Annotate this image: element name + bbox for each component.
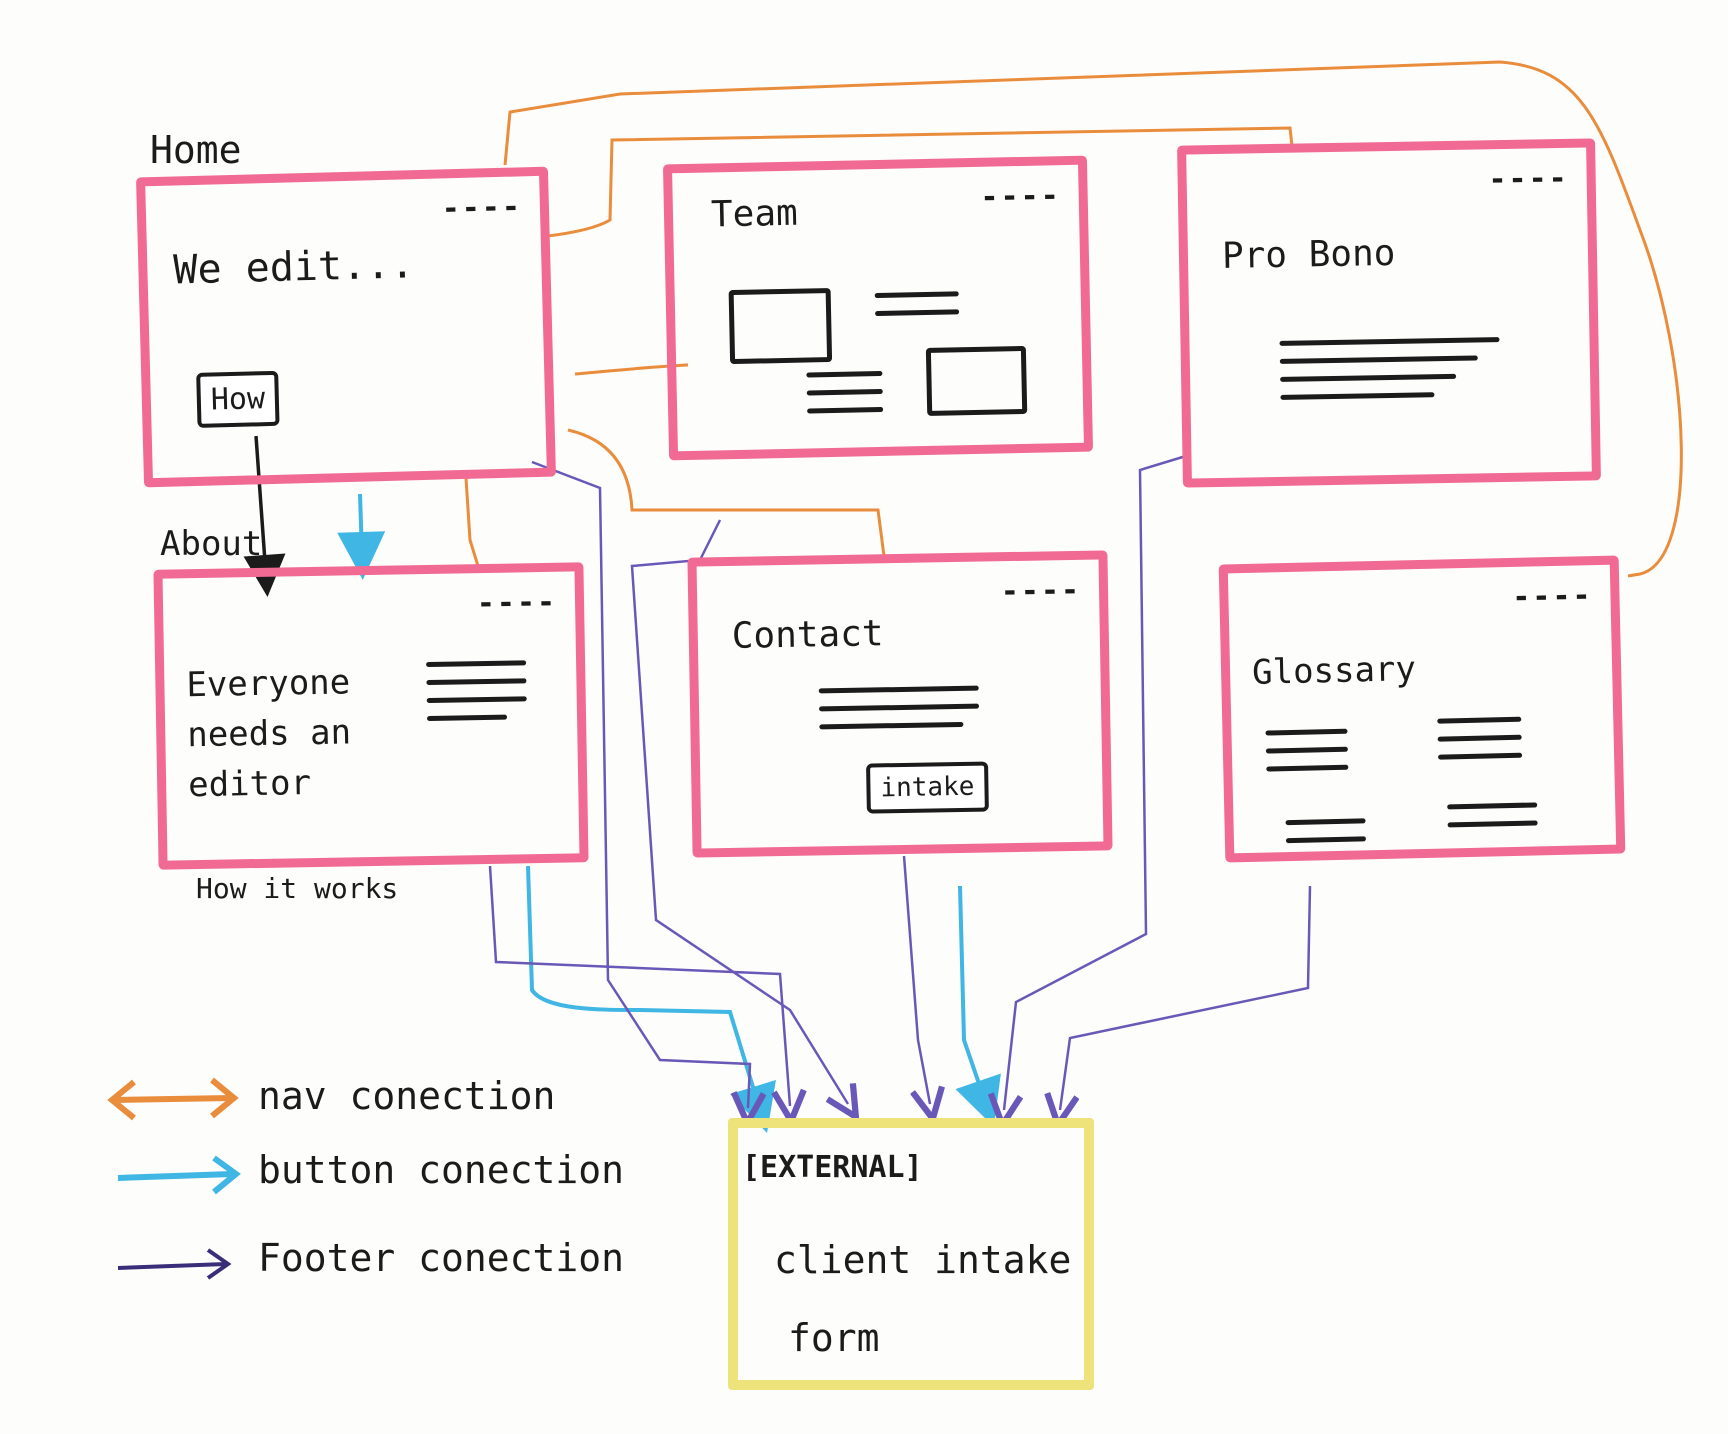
nav-wire-home-contact	[567, 428, 886, 557]
team-photo-placeholder	[728, 287, 833, 365]
home-nav-dashes: ----	[441, 189, 523, 227]
team-page-frame: ---- Team	[662, 155, 1094, 461]
team-nav-dashes: ----	[980, 178, 1062, 215]
home-page-label: Home	[150, 128, 242, 172]
legend-arrow-nav	[107, 1077, 239, 1121]
about-caption: How it works	[196, 872, 399, 905]
glossary-text-scribble	[1265, 728, 1349, 785]
legend-label: Footer conection	[258, 1236, 625, 1280]
about-page-label: About	[160, 524, 263, 564]
footer-wire-contact-external	[902, 855, 930, 1104]
home-how-button[interactable]: How	[196, 370, 280, 428]
footer-wire-home-external	[531, 460, 750, 1108]
about-page-frame: ---- Everyone needs an editor	[153, 562, 589, 870]
about-hero-line: Everyone	[186, 662, 351, 706]
probono-text-scribble	[1279, 337, 1500, 413]
about-hero-line: editor	[187, 763, 312, 806]
footer-wire-glossary-external	[1060, 885, 1312, 1110]
probono-page-frame: ---- Pro Bono	[1177, 138, 1601, 488]
legend-item-footer: Footer conection	[110, 1226, 670, 1296]
legend-label: nav conection	[258, 1074, 556, 1118]
glossary-nav-dashes: ----	[1511, 578, 1593, 615]
glossary-text-scribble	[1447, 802, 1538, 840]
glossary-page-label: Glossary	[1251, 649, 1417, 693]
button-wire-about-external	[526, 865, 776, 1133]
legend-item-nav: nav conection	[110, 1064, 670, 1134]
about-nav-dashes: ----	[476, 584, 558, 622]
nav-wire-home-team-mid	[574, 363, 689, 376]
contact-nav-dashes: ----	[1000, 572, 1082, 610]
button-connections	[337, 493, 1001, 1133]
external-tag: [EXTERNAL]	[742, 1150, 923, 1185]
glossary-page-frame: ---- Glossary	[1218, 555, 1626, 863]
contact-page-frame: ---- Contact intake	[687, 550, 1113, 858]
glossary-text-scribble	[1285, 818, 1366, 856]
team-page-label: Team	[710, 192, 799, 236]
footer-wire-about-external	[488, 865, 790, 1106]
team-text-scribble	[806, 370, 884, 427]
legend-label: button conection	[258, 1148, 625, 1192]
home-hero-text: We edit...	[172, 241, 415, 294]
button-wire-home-about	[337, 493, 386, 580]
nav-connections	[464, 60, 1683, 578]
nav-wire-home-about	[464, 477, 480, 567]
probono-page-label: Pro Bono	[1221, 232, 1396, 277]
about-hero-line: needs an	[186, 712, 352, 756]
button-wire-contact-external	[955, 885, 1001, 1127]
external-intake-form-box: [EXTERNAL] client intake form	[728, 1118, 1094, 1390]
legend-arrows	[107, 1077, 241, 1280]
about-hero-text: Everyone needs an editor	[186, 657, 352, 810]
glossary-text-scribble	[1437, 716, 1523, 773]
how-button-arrow	[243, 435, 286, 597]
legend-arrow-footer	[117, 1248, 232, 1280]
about-text-scribble	[426, 660, 527, 734]
footer-wire-team-external	[630, 519, 848, 1104]
footer-connections	[488, 454, 1312, 1110]
nav-wire-home-team	[547, 126, 1294, 238]
external-title-line2: form	[788, 1316, 880, 1360]
team-text-scribble	[874, 291, 960, 329]
legend-arrow-button	[117, 1155, 241, 1195]
external-title-line1: client intake	[774, 1238, 1072, 1282]
home-page-frame: ---- We edit... How	[136, 166, 556, 488]
contact-page-label: Contact	[731, 613, 884, 657]
nav-wire-home-glossary	[503, 60, 1683, 578]
legend-item-button: button conection	[110, 1138, 670, 1208]
team-photo-placeholder	[925, 345, 1028, 416]
contact-intake-button[interactable]: intake	[866, 761, 989, 814]
probono-nav-dashes: ----	[1488, 160, 1569, 198]
footer-wire-probono-external	[1004, 454, 1187, 1110]
contact-text-scribble	[818, 685, 980, 743]
